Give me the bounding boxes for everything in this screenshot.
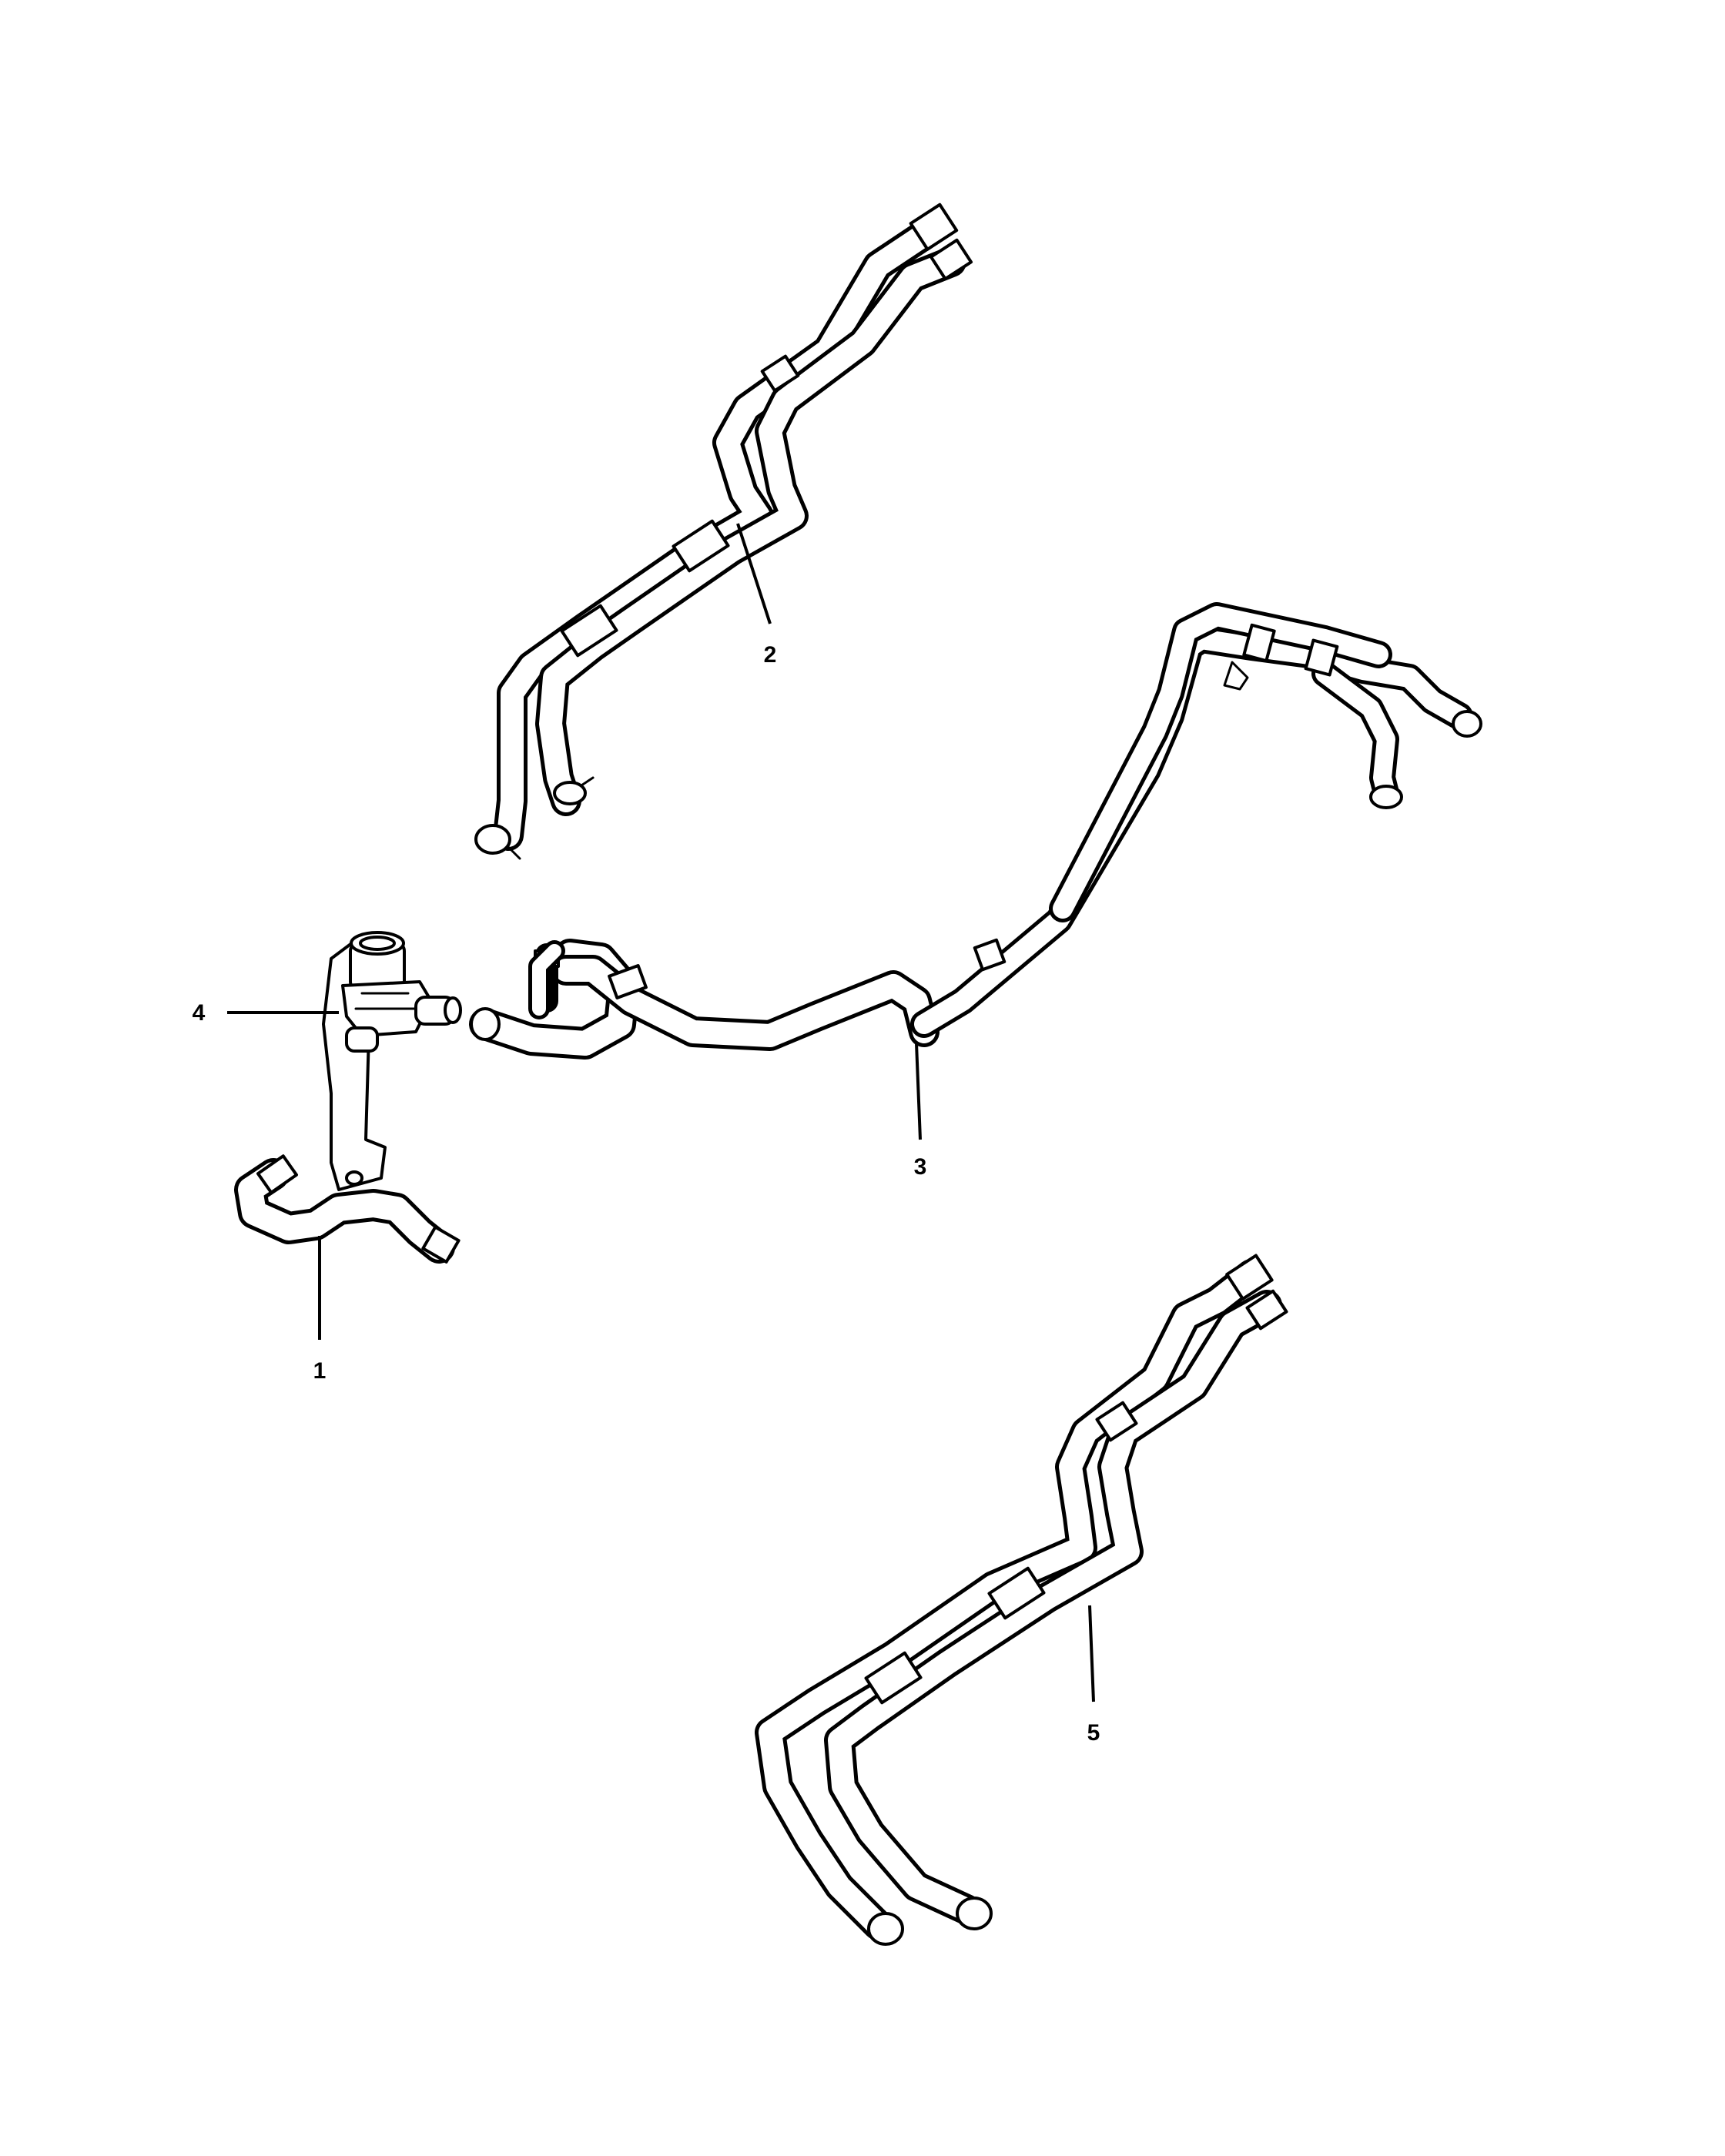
part-3-heater-hose-assembly[interactable] (469, 602, 1482, 1060)
callout-3: 3 (914, 1154, 927, 1180)
leader-line-5 (1088, 1605, 1095, 1702)
callout-2: 2 (764, 642, 777, 668)
part-1-heater-hose[interactable] (234, 1154, 461, 1264)
leader-line-2 (736, 523, 772, 624)
part-4-auxiliary-coolant-pump[interactable] (322, 931, 462, 1191)
part-5-heater-hose-assembly[interactable] (755, 1254, 1288, 1946)
leader-line-3 (915, 1043, 922, 1140)
callout-4: 4 (193, 1000, 206, 1026)
part-2-heater-hose-assembly[interactable] (474, 203, 973, 860)
leader-lines (227, 523, 1095, 1702)
callout-1: 1 (313, 1358, 327, 1384)
callout-5: 5 (1087, 1720, 1100, 1746)
